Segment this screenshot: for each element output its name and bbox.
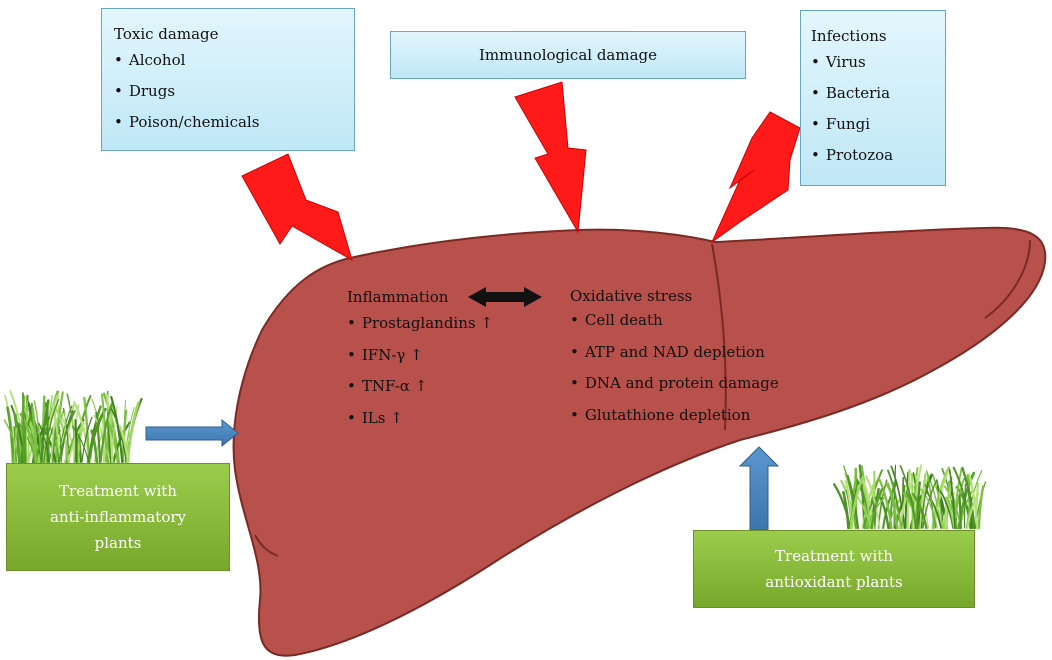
oxidative-item-dna-protein: DNA and protein damage: [570, 368, 779, 400]
inflammation-block: Inflammation Prostaglandins ↑ IFN-γ ↑ TN…: [347, 288, 493, 434]
treatment-antioxidant-box: Treatment with antioxidant plants: [693, 530, 975, 608]
infections-box: Infections Virus Bacteria Fungi Protozoa: [800, 10, 946, 186]
blue-arrow-up-icon: [738, 446, 780, 531]
treatment-antioxidant-line-1: Treatment with: [775, 547, 893, 565]
toxic-item-poison: Poison/chemicals: [114, 107, 354, 138]
infection-item-virus: Virus: [811, 47, 945, 78]
toxic-item-drugs: Drugs: [114, 76, 354, 107]
oxidative-stress-title: Oxidative stress: [570, 287, 693, 305]
grass-left-icon: [3, 390, 143, 464]
double-arrow-icon: [468, 287, 542, 307]
infections-title: Infections: [811, 27, 887, 45]
immunological-damage-box: Immunological damage: [390, 31, 746, 79]
treatment-anti-inflammatory-line-1: Treatment with: [59, 482, 177, 500]
liver-right-edge-curve: [984, 239, 1031, 319]
treatment-anti-inflammatory-line-2: anti-inflammatory: [50, 508, 186, 526]
lightning-bolt-infections-icon: [710, 111, 801, 244]
oxidative-item-glutathione: Glutathione depletion: [570, 400, 779, 432]
infection-item-fungi: Fungi: [811, 109, 945, 140]
grass-right-icon: [832, 464, 987, 530]
toxic-item-alcohol: Alcohol: [114, 45, 354, 76]
lightning-bolt-immunological-icon: [514, 81, 587, 234]
inflammation-item-prostaglandins: Prostaglandins ↑: [347, 308, 493, 340]
inflammation-item-ifn: IFN-γ ↑: [347, 340, 493, 372]
immunological-damage-title: Immunological damage: [478, 46, 658, 64]
treatment-anti-inflammatory-box: Treatment with anti-inflammatory plants: [6, 463, 230, 571]
liver-lower-edge-curve: [254, 534, 279, 557]
inflammation-item-tnf: TNF-α ↑: [347, 371, 493, 403]
infection-item-protozoa: Protozoa: [811, 140, 945, 171]
blue-arrow-right-icon: [145, 418, 239, 448]
toxic-damage-box: Toxic damage Alcohol Drugs Poison/chemic…: [101, 8, 355, 151]
oxidative-item-atp-nad: ATP and NAD depletion: [570, 337, 779, 369]
treatment-anti-inflammatory-line-3: plants: [94, 534, 142, 552]
lightning-bolt-toxic-icon: [241, 153, 353, 262]
infection-item-bacteria: Bacteria: [811, 78, 945, 109]
inflammation-item-ils: ILs ↑: [347, 403, 493, 435]
toxic-damage-title: Toxic damage: [114, 25, 219, 43]
treatment-antioxidant-line-2: antioxidant plants: [765, 573, 903, 591]
oxidative-item-cell-death: Cell death: [570, 305, 779, 337]
inflammation-title: Inflammation: [347, 288, 449, 306]
oxidative-stress-block: Oxidative stress Cell death ATP and NAD …: [570, 287, 779, 431]
